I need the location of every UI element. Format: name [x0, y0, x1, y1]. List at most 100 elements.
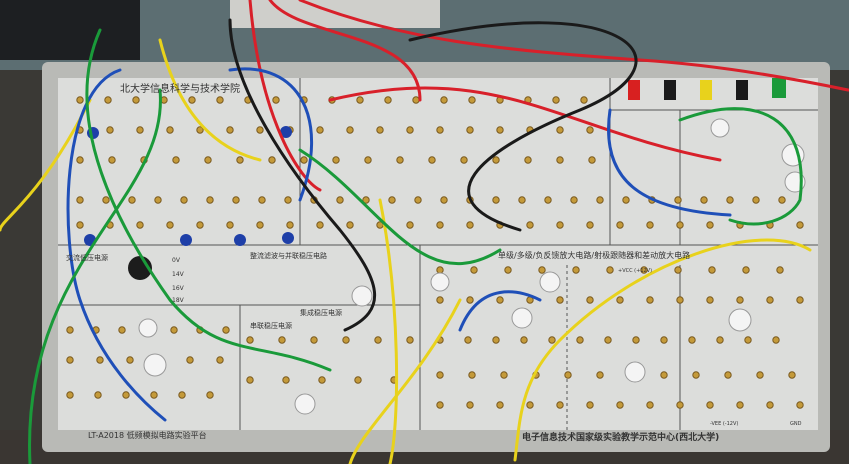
- terminal-jack[interactable]: [196, 126, 204, 134]
- terminal-jack[interactable]: [76, 221, 84, 229]
- terminal-jack[interactable]: [396, 156, 404, 164]
- terminal-jack[interactable]: [126, 356, 134, 364]
- terminal-jack[interactable]: [464, 336, 472, 344]
- terminal-jack[interactable]: [736, 296, 744, 304]
- terminal-jack[interactable]: [616, 401, 624, 409]
- terminal-jack[interactable]: [278, 336, 286, 344]
- terminal-jack[interactable]: [310, 336, 318, 344]
- terminal-jack[interactable]: [318, 376, 326, 384]
- terminal-jack[interactable]: [556, 126, 564, 134]
- terminal-jack[interactable]: [316, 126, 324, 134]
- terminal-jack[interactable]: [772, 336, 780, 344]
- terminal-jack[interactable]: [496, 296, 504, 304]
- terminal-jack[interactable]: [496, 401, 504, 409]
- terminal-jack[interactable]: [744, 336, 752, 344]
- terminal-jack[interactable]: [206, 391, 214, 399]
- terminal-jack[interactable]: [708, 266, 716, 274]
- terminal-jack[interactable]: [118, 326, 126, 334]
- terminal-jack[interactable]: [222, 326, 230, 334]
- terminal-jack[interactable]: [256, 221, 264, 229]
- terminal-jack[interactable]: [284, 196, 292, 204]
- terminal-jack[interactable]: [268, 156, 276, 164]
- terminal-jack[interactable]: [660, 336, 668, 344]
- terminal-jack[interactable]: [166, 221, 174, 229]
- terminal-jack[interactable]: [104, 96, 112, 104]
- terminal-jack[interactable]: [468, 371, 476, 379]
- terminal-jack[interactable]: [492, 156, 500, 164]
- terminal-jack[interactable]: [346, 126, 354, 134]
- terminal-jack[interactable]: [756, 371, 764, 379]
- terminal-jack[interactable]: [552, 96, 560, 104]
- terminal-jack[interactable]: [336, 196, 344, 204]
- terminal-jack[interactable]: [136, 221, 144, 229]
- terminal-jack[interactable]: [616, 221, 624, 229]
- terminal-jack[interactable]: [66, 326, 74, 334]
- terminal-jack[interactable]: [150, 391, 158, 399]
- terminal-jack[interactable]: [556, 221, 564, 229]
- terminal-jack[interactable]: [132, 96, 140, 104]
- terminal-jack[interactable]: [76, 96, 84, 104]
- terminal-jack[interactable]: [676, 401, 684, 409]
- terminal-jack[interactable]: [96, 356, 104, 364]
- terminal-jack[interactable]: [246, 336, 254, 344]
- terminal-jack[interactable]: [520, 336, 528, 344]
- terminal-jack[interactable]: [538, 266, 546, 274]
- terminal-jack[interactable]: [706, 221, 714, 229]
- terminal-jack[interactable]: [646, 221, 654, 229]
- terminal-jack[interactable]: [406, 221, 414, 229]
- terminal-jack[interactable]: [374, 336, 382, 344]
- terminal-jack[interactable]: [496, 126, 504, 134]
- terminal-jack[interactable]: [588, 156, 596, 164]
- terminal-jack[interactable]: [500, 371, 508, 379]
- terminal-jack[interactable]: [436, 401, 444, 409]
- terminal-jack[interactable]: [466, 296, 474, 304]
- terminal-jack[interactable]: [576, 336, 584, 344]
- terminal-jack[interactable]: [674, 196, 682, 204]
- terminal-jack[interactable]: [660, 371, 668, 379]
- terminal-jack[interactable]: [128, 196, 136, 204]
- terminal-jack[interactable]: [526, 401, 534, 409]
- terminal-jack[interactable]: [556, 296, 564, 304]
- terminal-jack[interactable]: [136, 126, 144, 134]
- terminal-jack[interactable]: [346, 221, 354, 229]
- terminal-jack[interactable]: [752, 196, 760, 204]
- terminal-jack[interactable]: [172, 156, 180, 164]
- terminal-jack[interactable]: [282, 376, 290, 384]
- terminal-jack[interactable]: [460, 156, 468, 164]
- terminal-jack[interactable]: [414, 196, 422, 204]
- terminal-jack[interactable]: [796, 221, 804, 229]
- terminal-jack[interactable]: [180, 196, 188, 204]
- terminal-jack[interactable]: [256, 126, 264, 134]
- terminal-jack[interactable]: [76, 156, 84, 164]
- knob[interactable]: [430, 272, 450, 292]
- terminal-jack[interactable]: [716, 336, 724, 344]
- terminal-jack[interactable]: [122, 391, 130, 399]
- terminal-jack[interactable]: [492, 336, 500, 344]
- terminal-jack[interactable]: [556, 156, 564, 164]
- terminal-jack[interactable]: [108, 156, 116, 164]
- terminal-jack[interactable]: [492, 196, 500, 204]
- knob[interactable]: [138, 318, 158, 338]
- terminal-jack[interactable]: [706, 296, 714, 304]
- terminal-jack[interactable]: [796, 296, 804, 304]
- terminal-jack[interactable]: [466, 221, 474, 229]
- terminal-jack[interactable]: [376, 126, 384, 134]
- terminal-jack[interactable]: [468, 96, 476, 104]
- terminal-jack[interactable]: [778, 196, 786, 204]
- terminal-jack[interactable]: [362, 196, 370, 204]
- terminal-jack[interactable]: [226, 126, 234, 134]
- terminal-jack[interactable]: [258, 196, 266, 204]
- terminal-jack[interactable]: [236, 156, 244, 164]
- terminal-jack[interactable]: [188, 96, 196, 104]
- terminal-jack[interactable]: [412, 96, 420, 104]
- terminal-jack[interactable]: [688, 336, 696, 344]
- terminal-jack[interactable]: [544, 196, 552, 204]
- terminal-jack[interactable]: [504, 266, 512, 274]
- knob[interactable]: [624, 361, 646, 383]
- terminal-jack[interactable]: [706, 401, 714, 409]
- terminal-jack[interactable]: [742, 266, 750, 274]
- terminal-jack[interactable]: [436, 266, 444, 274]
- terminal-jack[interactable]: [674, 266, 682, 274]
- knob[interactable]: [143, 353, 167, 377]
- terminal-jack[interactable]: [440, 96, 448, 104]
